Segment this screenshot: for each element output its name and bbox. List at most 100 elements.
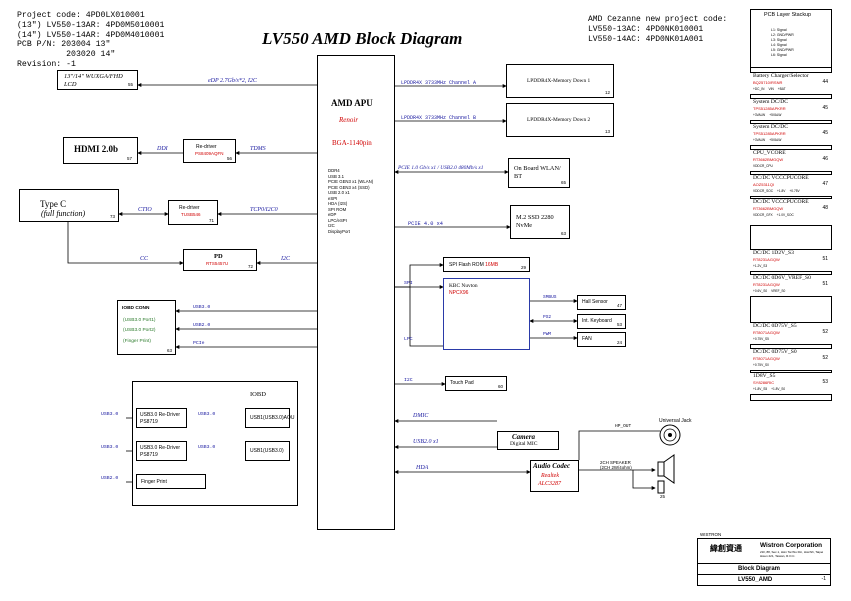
lpc-label: LPC [404,337,413,342]
company-cn: 緯創資通 [710,544,742,553]
keyboard-block: Int. Keyboard 53 [577,314,626,329]
iobd-usb3-in-2: USB3.0 [101,445,119,450]
power-rail-output: +3VALW [753,138,766,142]
spk-wire-2 [632,470,656,490]
power-rail-outputs: VDDCR_GFX+1.0V_SOC [753,213,798,217]
power-rail-output: +BAT [777,87,786,91]
iobd-usb3-in-1: USB3.0 [101,412,119,417]
iobd-redriver-2: USB3.0 Re-Driver PS8719 [136,441,187,461]
spi-label: SPI [404,281,413,286]
power-rail-output: +0.75V_S5 [753,337,769,341]
power-rail-part: TPS51285APKRR [753,131,786,136]
universal-jack-label: Universal Jack [659,418,692,424]
smbus-label: SMBUS [543,295,557,300]
power-rail-part: RT8231AGQW [753,282,780,287]
pcb-stackup-title: PCB Layer Stackup [764,12,812,18]
usb2x1-label: USB2.0 x1 [413,439,439,445]
power-rail-name: DC/DC 0D75V_S0 [753,349,797,355]
power-rail-page: 48 [822,205,828,211]
power-rail-name: 1D8V_S5 [753,373,776,379]
power-rail-name: DC/DC 0D6V_VREF_S0 [753,275,811,281]
power-rail-output: VDDCR_CPU [753,164,773,168]
pd-block: PD RTS5457U 72 [183,249,257,271]
power-rail-part: TPS51285APKRR [753,106,786,111]
power-rail-output: +0.75V_S0 [753,363,769,367]
iobd-finger-print: Finger Print [136,474,206,489]
power-rail-outputs: +1.2V_S3 [753,264,771,268]
kbc-block: KBC Nuvton NPCX96 [443,278,530,350]
power-rail-page: 51 [822,281,828,287]
power-rail-output: +1.8V [777,189,786,193]
hdmi-redriver-block: Re-driver PS8409AQFN 56 [183,139,236,163]
pwm-label: PWM [543,332,552,337]
power-rail-page: 51 [822,256,828,262]
wlan-block: On Board WLAN/ BT 65 [508,158,570,188]
power-rail-output: +0.6V_S0 [753,289,768,293]
lpc-bus [409,287,443,347]
ddi-label: DDI [157,146,168,152]
apu-codename: Renoir [339,116,359,124]
power-rail-page: 45 [822,130,828,136]
hp-out-label: HP_OUT [615,424,632,429]
touchpad-block: Touch Pad 60 [445,376,507,391]
power-rail-output: +1.8V_S0 [771,387,786,391]
hdmi-block: HDMI 2.0b 57 [63,137,138,164]
edp-label: eDP 2.7Gb/s*2, I2C [208,78,257,84]
cc-label: CC [140,256,149,262]
apu-title: AMD APU [331,98,373,108]
lpddr-b-label: LPDDR4X 3733MHz Channel B [401,115,477,121]
iobd-usb3-out-2: USB3.0 [198,445,216,450]
universal-jack-icon [659,424,681,446]
power-rail-output: VDDCR_GFX [753,213,773,217]
typec-block: Type C (full function) 73 [19,189,119,222]
power-rail-part: RT8071AGQW [753,330,780,335]
power-rail-outputs: VDDCR_SOC+1.8V+0.75V [753,189,804,193]
speaker-label: 2CH SPEAKER (2CH 2W/4ohm) [600,460,632,471]
speaker-page: 25 [660,494,666,499]
hall-sensor-block: Hall Sensor 47 [577,295,626,310]
doc-rev: -1 [821,576,826,582]
power-rail-page: 45 [822,105,828,111]
ps2-label: PS2 [543,315,552,320]
power-rail-output: +1.8V_S5 [753,387,768,391]
ssd-bus-label: PCIE 4.0 x4 [408,221,443,227]
power-rail-page: 46 [822,156,828,162]
typec-redriver-block: Re-driver TUSB546 71 [168,200,218,225]
power-rail-name: Battery Charger/Selector [753,73,809,79]
apu-package: BGA-1140pin [332,139,372,147]
usb2-label: USB2.0 [193,323,211,328]
power-rail-part: AOZ5311QI [753,182,775,187]
power-rail-name: System DC/DC [753,124,788,130]
wlan-bus-label: PCIE 1.0 Gb/s x1 / USB2.0 480Mb/s x1 [398,165,484,171]
cezanne-codes: AMD Cezanne new project code: LV550-13AC… [588,15,728,44]
power-rail-output: +5VALW [769,113,782,117]
power-rail-output: VDDCR_SOC [753,189,774,193]
lpddr-a-label: LPDDR4X 3733MHz Channel A [401,80,477,86]
iobd-usb-port-1: USB1(USB3.0)AOU [245,408,294,428]
power-rail-output: +DC_IN [753,87,765,91]
power-rail-output: +3VALW [753,113,766,117]
power-rail-part: RT3662BMGQW [753,206,784,211]
page-title: LV550 AMD Block Diagram [262,29,463,48]
doc-title: Block Diagram [738,566,781,572]
audio-codec-block: Audio Codec Realtek ALC3287 [530,460,579,492]
memory-b-block: LPDDR4X-Memory Down 2 13 [506,103,614,137]
power-rail-name: System DC/DC [753,99,788,105]
usb3-label: USB3.0 [193,305,211,310]
iobd-usb-port-2: USB1(USB3.0) [245,441,290,461]
power-rail-output: +0.75V [789,189,800,193]
project-codes: Project code: 4PD0LX010001 (13") LV550-1… [17,11,165,69]
